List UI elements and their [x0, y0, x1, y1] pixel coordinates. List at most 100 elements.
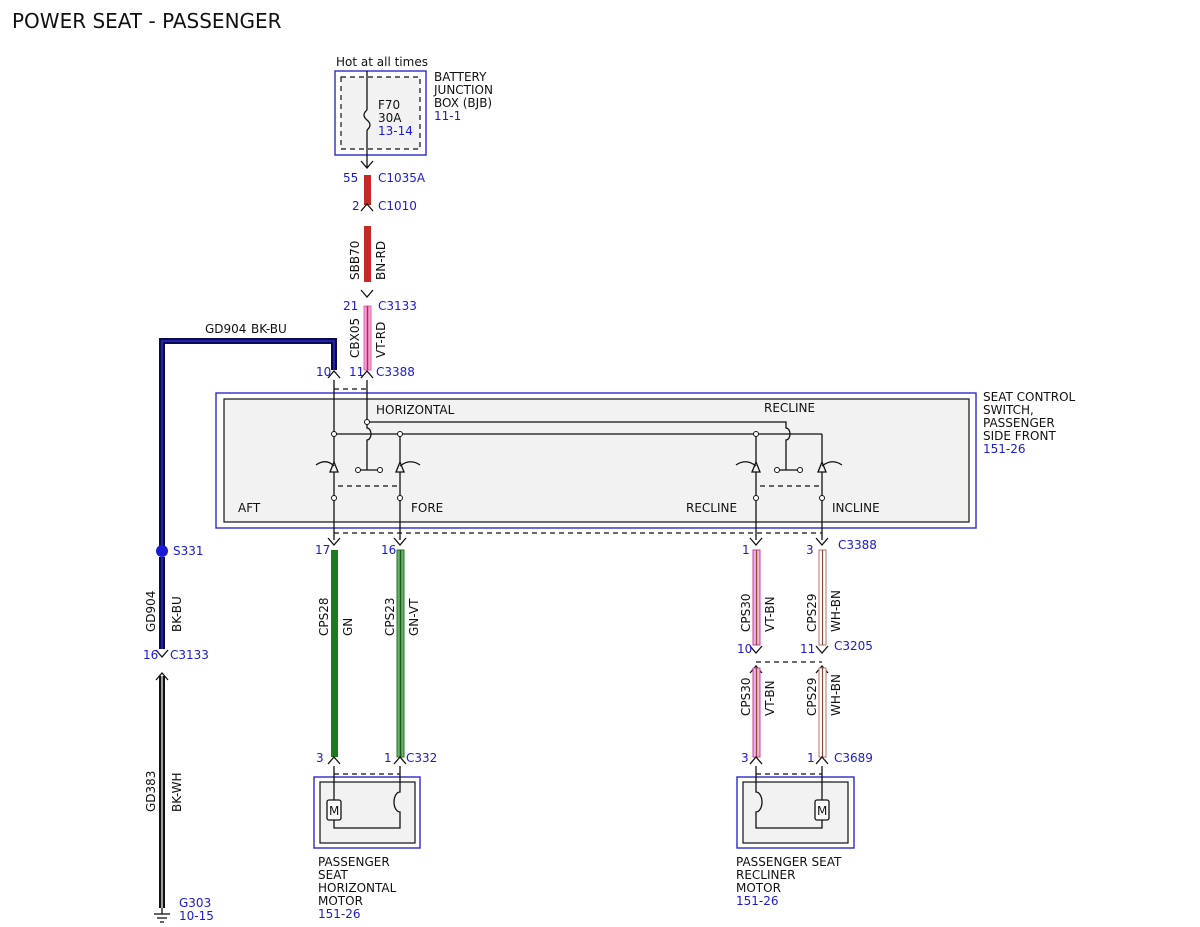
- recliner-motor-brush-icon: [755, 766, 763, 822]
- recliner-motor-name-line-1: PASSENGER SEAT: [736, 855, 842, 869]
- cps30-b-circuit-label: CPS30: [739, 677, 753, 716]
- cbx05-color-label: VT-RD: [374, 322, 388, 358]
- c1010-name-label: C1010: [378, 199, 417, 213]
- ground-icon: [154, 908, 170, 923]
- recliner-motor-wires: CPS30 VT-BN CPS29 WH-BN 10 11 C3205 CPS3…: [737, 549, 873, 775]
- horizontal-motor-return: [333, 820, 401, 829]
- c3133-top-name-label: C3133: [378, 299, 417, 313]
- horizontal-motor-name-line-1: PASSENGER: [318, 855, 390, 869]
- fuse-name-label: F70: [378, 98, 400, 112]
- connector-arrow-icon: [815, 756, 829, 765]
- horizontal-motor-name-line-3: HORIZONTAL: [318, 881, 397, 895]
- power-bus-crossover: [366, 420, 372, 470]
- bjb-name-line-2: JUNCTION: [433, 83, 493, 97]
- cps30-a-color-label: VT-BN: [763, 596, 777, 632]
- splice-s331-label: S331: [173, 544, 204, 558]
- c332-pin-label: 1: [384, 751, 392, 765]
- junction-dot: [819, 495, 825, 501]
- switch-name-line-2: SWITCH,: [983, 403, 1034, 417]
- cps28-circuit-label: CPS28: [317, 597, 331, 636]
- connector-arrow-icon: [360, 370, 374, 379]
- c332-pin-label: 3: [316, 751, 324, 765]
- cps30-a-circuit-label: CPS30: [739, 593, 753, 632]
- c3388-top-name-label: C3388: [376, 365, 415, 379]
- hot-at-all-times-label: Hot at all times: [336, 55, 428, 69]
- recliner-motor-name-line-3: MOTOR: [736, 881, 781, 895]
- wire-cps28: [331, 550, 338, 757]
- c3388-bottom-name-label: C3388: [838, 538, 877, 552]
- connector-arrow-icon: [815, 645, 829, 654]
- seat-control-switch: SEAT CONTROL SWITCH, PASSENGER SIDE FRON…: [215, 380, 1076, 540]
- feed-wire-group: 55 C1035A 2 C1010 SBB70 BN-RD 21 C3133 C…: [343, 160, 426, 379]
- junction-dot: [753, 431, 759, 437]
- junction-dot: [797, 467, 803, 473]
- c3388-top-pin-b-label: 11: [349, 365, 364, 379]
- switch-outer-box: [215, 392, 977, 529]
- aft-switch-icon: [315, 460, 339, 540]
- ground-g303-label: G303: [179, 896, 211, 910]
- splice-s331-dot: [156, 545, 168, 557]
- cps23-color-label: GN-VT: [407, 598, 421, 636]
- c3133-top-pin-label: 21: [343, 299, 358, 313]
- fuse-icon: [363, 109, 371, 131]
- connector-arrow-icon: [155, 672, 169, 681]
- junction-dot: [331, 495, 337, 501]
- incline-label: INCLINE: [832, 501, 880, 515]
- fuse-rating-label: 30A: [378, 111, 402, 125]
- c3388-top-pin-a-label: 10: [316, 365, 331, 379]
- bjb-outer-box: [334, 70, 427, 156]
- horizontal-section-label: HORIZONTAL: [376, 403, 455, 417]
- c1035a-pin-label: 55: [343, 171, 358, 185]
- gd383-color-label: BK-WH: [170, 772, 184, 812]
- bjb-name-line-1: BATTERY: [434, 70, 487, 84]
- bjb-name-line-3: BOX (BJB): [434, 96, 492, 110]
- fore-switch-icon: [395, 460, 421, 540]
- recline-label: RECLINE: [686, 501, 737, 515]
- junction-dot: [355, 467, 361, 473]
- horizontal-motor-name-line-2: SEAT: [318, 868, 348, 882]
- ground-wire-group: GD904 BK-BU 10 S331 GD904 BK-BU 16 C3133…: [143, 322, 341, 923]
- connector-arrow-icon: [360, 203, 374, 212]
- c3388-pin-label: 17: [315, 543, 330, 557]
- c3388-pin-label: 3: [806, 543, 814, 557]
- cps29-a-color-label: WH-BN: [829, 590, 843, 632]
- gd904-top-circuit-label: GD904: [205, 322, 246, 336]
- horizontal-motor-wires: CPS28 GN CPS23 GN-VT 3 1 C332: [316, 549, 437, 775]
- bjb-name-label: BATTERY JUNCTION BOX (BJB): [433, 70, 497, 110]
- junction-dot: [377, 467, 383, 473]
- wire-sbb70: [364, 226, 371, 282]
- fore-label: FORE: [411, 501, 443, 515]
- c3205-pin-label: 10: [737, 642, 752, 656]
- junction-dot: [397, 495, 403, 501]
- switch-ref-label: 151-26: [983, 442, 1026, 456]
- junction-dot: [397, 431, 403, 437]
- c3388-pin-label: 1: [742, 543, 750, 557]
- wire-gd904-top-stripe: [161, 340, 335, 553]
- power-bus-recline: [367, 421, 791, 470]
- recliner-motor-ref-label: 151-26: [736, 894, 779, 908]
- horizontal-motor: M PASSENGER SEAT HORIZONTAL MOTOR 151-26: [313, 766, 421, 921]
- bjb-inner-box: [340, 76, 421, 150]
- c332-name-label: C332: [406, 751, 437, 765]
- c1035a-name-label: C1035A: [378, 171, 426, 185]
- connector-arrow-icon: [327, 537, 341, 546]
- connector-arrow-icon: [749, 756, 763, 765]
- sbb70-circuit-label: SBB70: [348, 241, 362, 280]
- c3205-name-label: C3205: [834, 639, 873, 653]
- connector-arrow-icon: [360, 289, 374, 298]
- connector-arrow-icon: [749, 537, 763, 546]
- aft-label: AFT: [238, 501, 261, 515]
- recliner-motor: M PASSENGER SEAT RECLINER MOTOR 151-26: [736, 766, 855, 908]
- motor-symbol: M: [329, 804, 339, 818]
- junction-dot: [364, 419, 370, 425]
- c3388-bottom-connector: 17 16 1 3 C3388: [315, 537, 877, 557]
- cps29-b-circuit-label: CPS29: [805, 677, 819, 716]
- cbx05-circuit-label: CBX05: [348, 318, 362, 358]
- cps30-b-color-label: VT-BN: [763, 680, 777, 716]
- horizontal-motor-name-label: PASSENGER SEAT HORIZONTAL MOTOR: [318, 855, 400, 908]
- c3689-pin-label: 3: [741, 751, 749, 765]
- recline-section-label: RECLINE: [764, 401, 815, 415]
- gd904-top-color-label: BK-BU: [251, 322, 287, 336]
- c3689-name-label: C3689: [834, 751, 873, 765]
